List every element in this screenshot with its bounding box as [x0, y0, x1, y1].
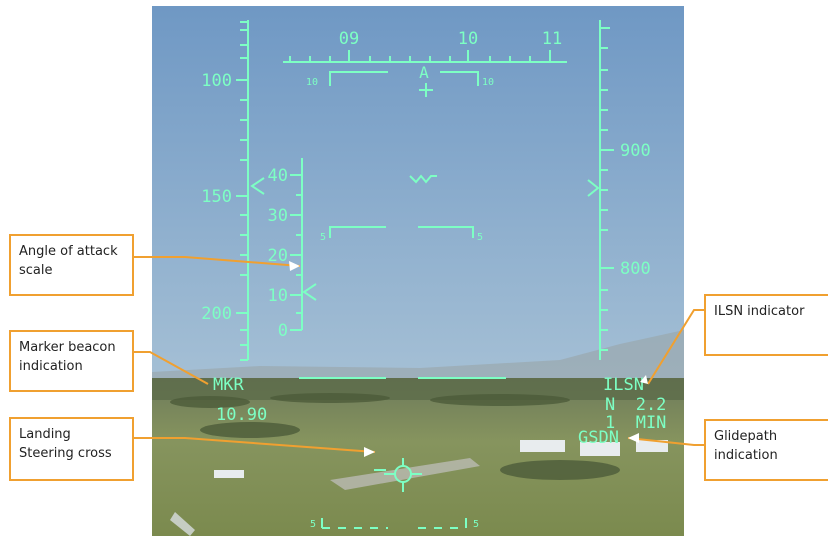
heading-sub-label-left: 10: [306, 77, 318, 88]
pitch-ladder-5: [329, 226, 474, 238]
pitch-label-lower-left: 5: [310, 519, 316, 530]
aoa-leader: [134, 256, 301, 267]
glidepath-leader: [627, 437, 704, 446]
airspeed-label-200: 200: [201, 304, 232, 324]
altitude-label-800: 800: [620, 259, 651, 279]
marker-beacon-readout: MKR: [213, 375, 244, 395]
callout-arrowheads: [289, 261, 648, 457]
airspeed-label-150: 150: [201, 187, 232, 207]
altitude-label-900: 900: [620, 141, 651, 161]
altitude-scale: [587, 20, 614, 360]
aoa-caret: [302, 283, 317, 301]
callout-leaders: [134, 256, 704, 453]
bottom-left-readout: 10.90: [216, 405, 267, 425]
heading-label-11: 11: [542, 29, 562, 49]
callout-ilsn-indicator: ILSN indicator: [704, 294, 828, 356]
time-readout: 1 MIN: [605, 413, 666, 433]
pitch-label-upper-left: 5: [320, 232, 326, 243]
boresight-cross: [419, 83, 433, 97]
glidepath-arrowhead: [628, 433, 639, 443]
landing-steering-cross: [374, 458, 422, 492]
pitch-label-lower-right: 5: [473, 519, 479, 530]
heading-bracket: [329, 71, 479, 86]
pitch-label-upper-right: 5: [477, 232, 483, 243]
airspeed-scale: [236, 20, 265, 361]
heading-label-10: 10: [458, 29, 478, 49]
ilsn-readout: ILSN: [603, 375, 644, 395]
waterline-symbol: [409, 174, 437, 184]
aoa-label-40: 40: [268, 166, 288, 186]
callout-glidepath-indication: Glidepath indication: [704, 419, 828, 481]
hud-symbology: [236, 20, 614, 529]
aoa-arrowhead: [289, 261, 300, 271]
heading-caret: A: [419, 63, 429, 82]
callout-landing-steering-cross: Landing Steering cross: [9, 417, 134, 481]
aoa-label-20: 20: [268, 246, 288, 266]
airspeed-label-100: 100: [201, 71, 232, 91]
glidepath-readout: GSDN: [578, 428, 619, 448]
callout-angle-of-attack: Angle of attack scale: [9, 234, 134, 296]
hud-background: [152, 6, 684, 536]
aoa-label-30: 30: [268, 206, 288, 226]
ilsn-arrowhead: [640, 375, 648, 384]
range-readout: N 2.2: [605, 395, 666, 415]
aoa-label-10: 10: [268, 286, 288, 306]
steering-leader: [134, 437, 376, 453]
steering-arrowhead: [364, 447, 375, 457]
ilsn-leader: [647, 309, 704, 385]
aoa-label-0: 0: [278, 321, 288, 341]
callout-marker-beacon: Marker beacon indication: [9, 330, 134, 392]
heading-tape: [283, 50, 567, 63]
heading-label-09: 09: [339, 29, 359, 49]
aoa-scale: [290, 158, 317, 331]
marker-leader: [134, 351, 209, 385]
heading-sub-label-right: 10: [482, 77, 494, 88]
